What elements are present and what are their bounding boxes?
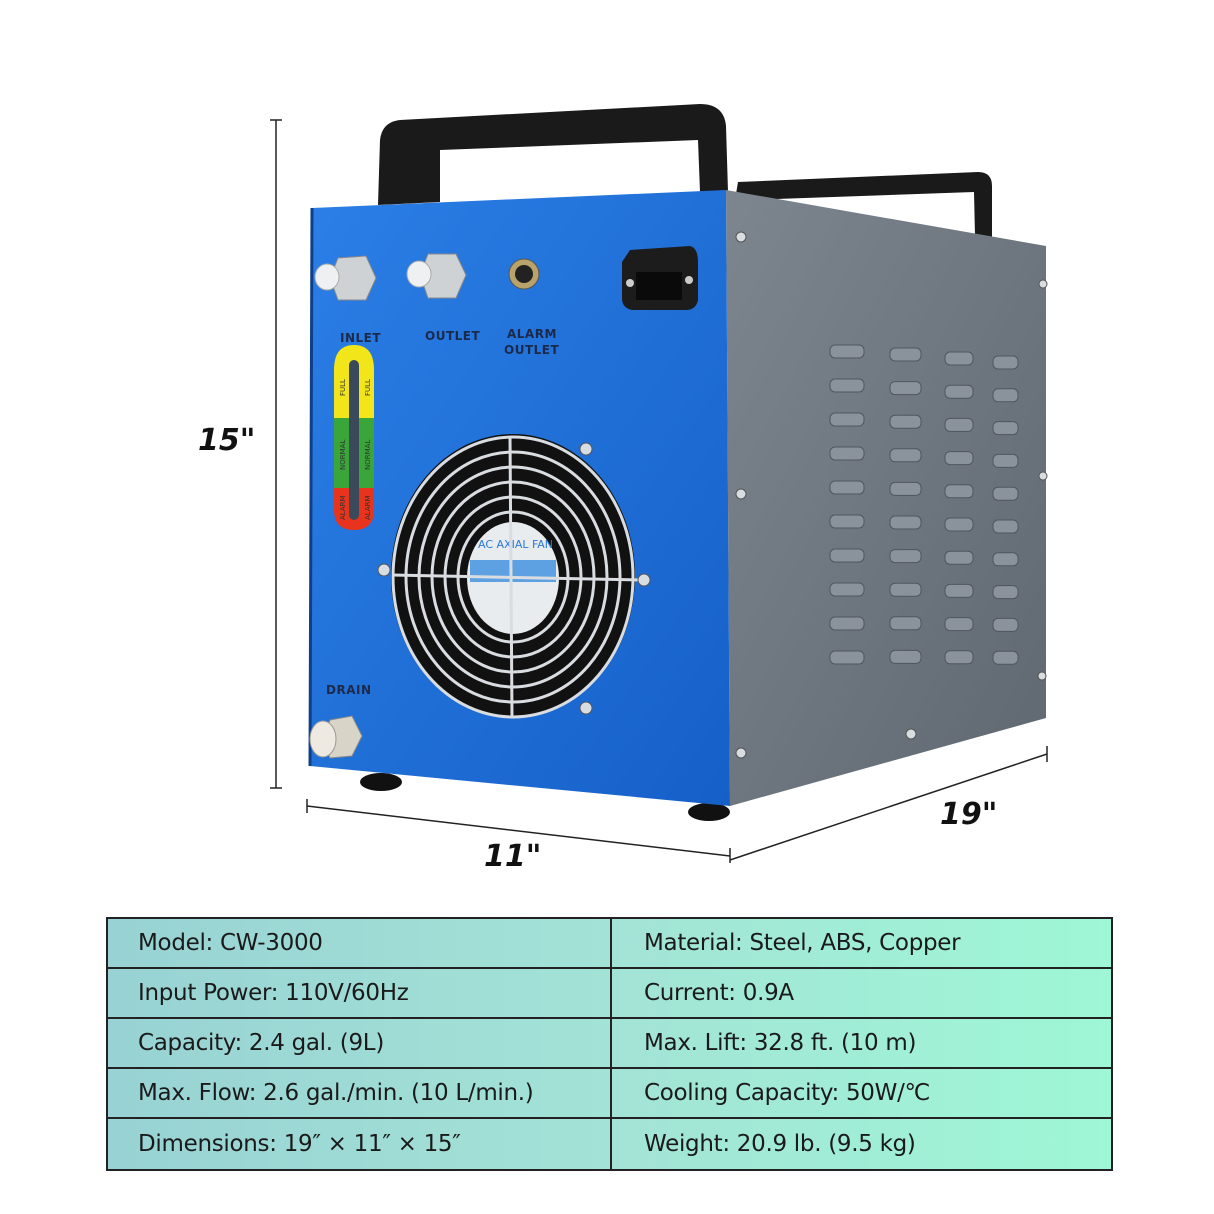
foot xyxy=(360,773,402,791)
depth-dimension: 19" xyxy=(940,797,997,832)
vent-slot xyxy=(944,617,974,632)
vent-slot xyxy=(829,378,865,393)
inlet-label: INLET xyxy=(340,331,381,345)
vent-slot xyxy=(829,412,865,427)
height-dimension: 15" xyxy=(198,423,255,458)
fan-label: AC AXIAL FAN xyxy=(478,538,553,551)
spec-current: Current: 0.9A xyxy=(612,969,1111,1019)
vent-slot xyxy=(944,417,974,432)
spec-cooling-capacity: Cooling Capacity: 50W/℃ xyxy=(612,1069,1111,1119)
vent-slot xyxy=(889,481,922,496)
spec-input-power: Input Power: 110V/60Hz xyxy=(108,969,612,1019)
vent-slot xyxy=(992,519,1019,534)
front-handle xyxy=(378,104,728,205)
alarm-connector xyxy=(508,258,540,290)
vent-slot xyxy=(944,484,974,499)
vent-slot xyxy=(992,355,1019,370)
alarm-outlet-label: OUTLET xyxy=(504,343,559,357)
spec-material: Material: Steel, ABS, Copper xyxy=(612,919,1111,969)
vent-slot xyxy=(889,448,922,463)
foot xyxy=(688,803,730,821)
vent-slot xyxy=(889,347,922,362)
outlet-label: OUTLET xyxy=(425,329,480,343)
gauge-full-label: FULL xyxy=(339,379,347,396)
spec-table: Model: CW-3000 Material: Steel, ABS, Cop… xyxy=(106,917,1113,1171)
gauge-full-label: FULL xyxy=(364,379,372,396)
power-socket xyxy=(622,246,698,310)
vent-slot xyxy=(992,421,1019,436)
vent-slot xyxy=(889,549,922,564)
spec-model: Model: CW-3000 xyxy=(108,919,612,969)
width-dimension: 11" xyxy=(484,839,541,874)
water-level-gauge: FULL FULL NORMAL NORMAL ALARM ALARM xyxy=(334,345,374,530)
vent-slot xyxy=(829,344,865,359)
vent-slot xyxy=(829,514,865,529)
spec-capacity: Capacity: 2.4 gal. (9L) xyxy=(108,1019,612,1069)
gauge-alarm-label: ALARM xyxy=(364,495,372,520)
vent-slot xyxy=(944,650,974,665)
alarm-label: ALARM xyxy=(507,327,557,341)
vent-slot xyxy=(944,583,974,598)
vent-slot xyxy=(992,453,1019,468)
vent-slot xyxy=(829,616,865,631)
spec-weight: Weight: 20.9 lb. (9.5 kg) xyxy=(644,1131,916,1157)
spec-max-lift: Max. Lift: 32.8 ft. (10 m) xyxy=(612,1019,1111,1069)
dimension-lines xyxy=(270,119,1048,863)
vent-slot xyxy=(992,650,1019,665)
vent-slot xyxy=(992,552,1019,567)
vent-slot xyxy=(889,582,922,597)
vent-slot xyxy=(992,617,1019,632)
vent-slot xyxy=(944,351,974,366)
drain-plug xyxy=(309,715,363,759)
rear-handle xyxy=(735,172,992,238)
vent-slot xyxy=(944,451,974,466)
fan-grille: AC AXIAL FAN xyxy=(377,434,651,719)
vent-slot xyxy=(829,480,865,495)
gauge-alarm-label: ALARM xyxy=(339,495,347,520)
outlet-fitting xyxy=(406,253,467,299)
vent-slot xyxy=(889,414,922,429)
inlet-fitting xyxy=(314,255,377,301)
chiller-product-illustration: INLET OUTLET ALARM OUTLET DRAIN FULL FUL… xyxy=(198,104,1048,874)
vent-slot xyxy=(992,388,1019,403)
vent-slot xyxy=(889,515,922,530)
gauge-normal-label: NORMAL xyxy=(364,440,372,470)
vent-slot xyxy=(944,384,974,399)
gauge-normal-label: NORMAL xyxy=(339,440,347,470)
vent-slot xyxy=(829,582,865,597)
vent-slot xyxy=(889,649,922,664)
vent-slot xyxy=(944,550,974,565)
vent-slot xyxy=(829,446,865,461)
spec-dimensions: Dimensions: 19″ × 11″ × 15″ xyxy=(108,1119,612,1169)
spec-max-flow: Max. Flow: 2.6 gal./min. (10 L/min.) xyxy=(108,1069,612,1119)
vent-slot xyxy=(829,548,865,563)
vent-slot xyxy=(992,585,1019,600)
side-vents xyxy=(829,344,1019,665)
vent-slot xyxy=(889,616,922,631)
drain-label: DRAIN xyxy=(326,683,372,697)
vent-slot xyxy=(829,650,865,665)
vent-slot xyxy=(889,381,922,396)
vent-slot xyxy=(992,486,1019,501)
vent-slot xyxy=(944,517,974,532)
